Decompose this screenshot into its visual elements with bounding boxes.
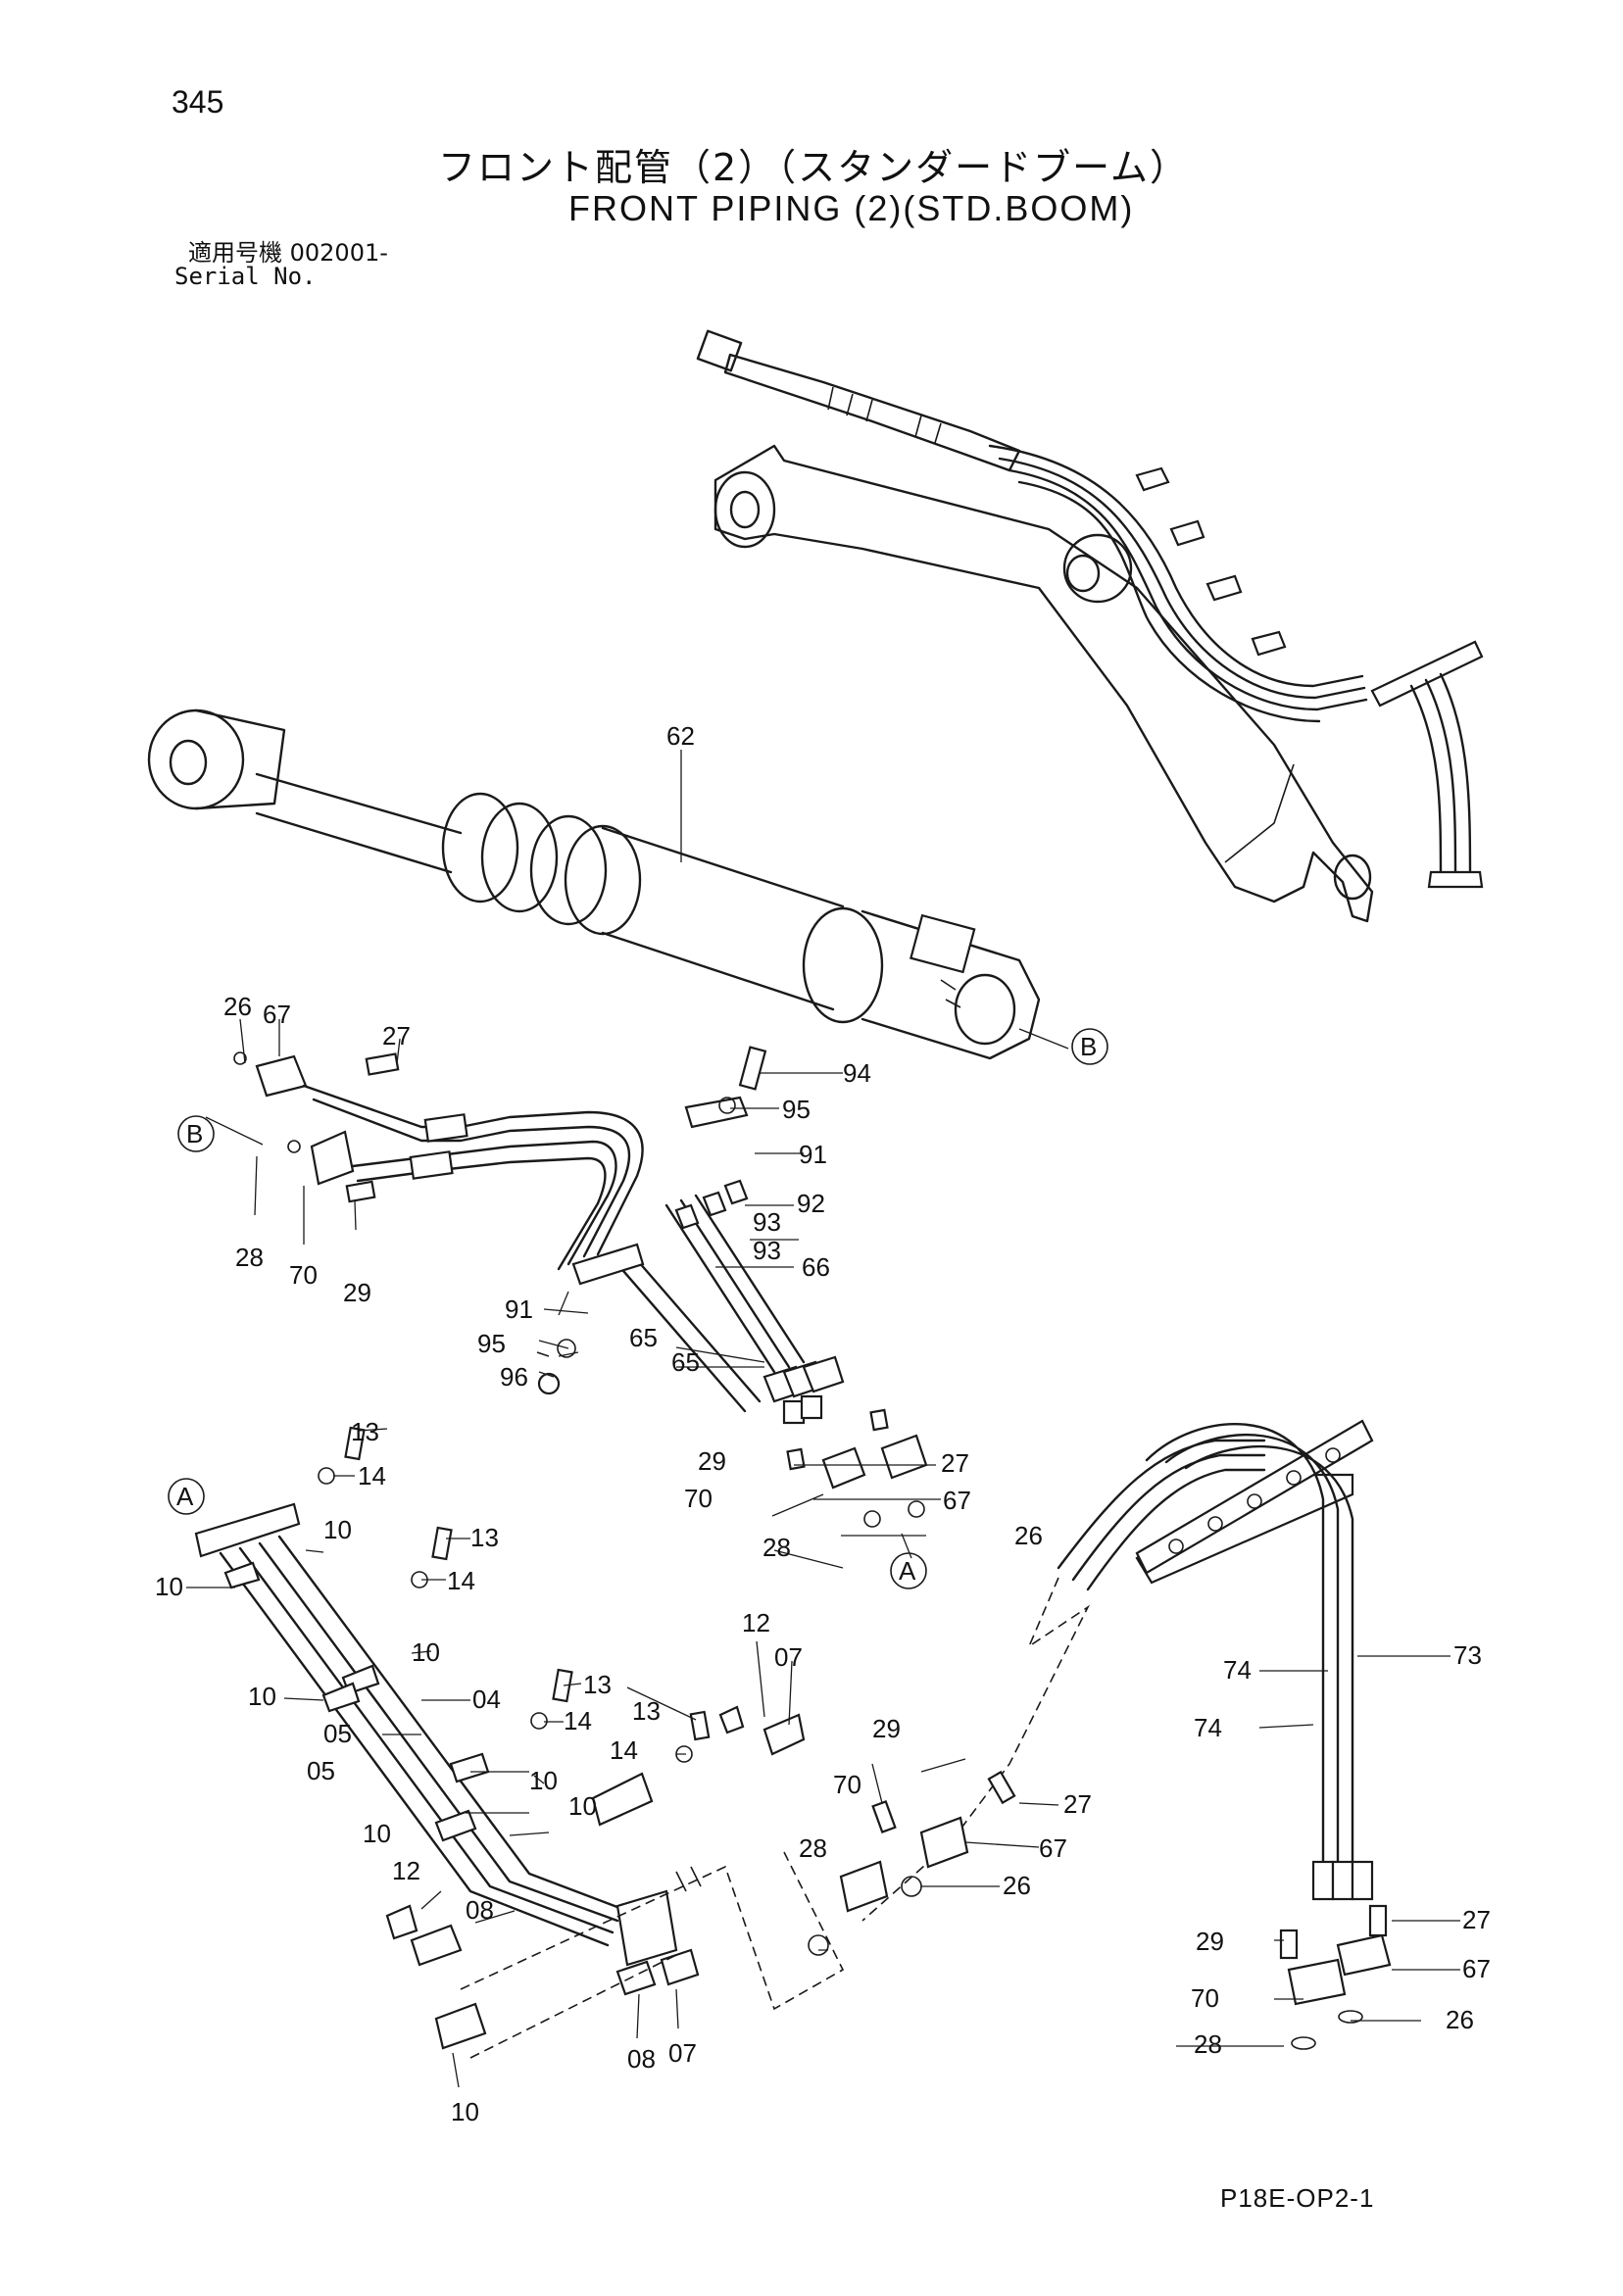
callout-26: 26 xyxy=(223,992,252,1021)
serial-label-english: Serial No. xyxy=(174,263,317,290)
ref-marker-a-hose: A xyxy=(890,1552,927,1589)
callout-28b: 28 xyxy=(799,1833,827,1863)
callout-27: 27 xyxy=(382,1021,411,1050)
callout-13: 13 xyxy=(351,1417,379,1446)
callout-29d: 29 xyxy=(1196,1927,1224,1956)
callout-94: 94 xyxy=(843,1058,871,1088)
ref-marker-b-cylinder: B xyxy=(1071,1028,1108,1065)
callout-65b: 65 xyxy=(671,1347,700,1377)
ref-marker-b-hose: B xyxy=(177,1115,215,1152)
callout-10c: 10 xyxy=(412,1637,440,1667)
callout-labels: 62 26 67 27 94 95 91 92 93 93 66 28 70 2… xyxy=(155,721,1491,2126)
ref-marker-a-label: A xyxy=(899,1556,916,1586)
callout-04: 04 xyxy=(472,1685,501,1714)
callout-13d: 13 xyxy=(632,1696,661,1726)
right-hose-assembly xyxy=(808,1419,1392,2050)
callout-26d: 26 xyxy=(1446,2005,1474,2034)
callout-27d: 27 xyxy=(1462,1905,1491,1934)
callout-28d: 28 xyxy=(1194,2029,1222,2059)
callout-28c: 28 xyxy=(762,1533,791,1562)
callout-67c: 67 xyxy=(943,1486,971,1515)
callout-14b: 14 xyxy=(447,1566,475,1595)
callout-10d: 10 xyxy=(248,1682,276,1711)
callout-67b: 67 xyxy=(1039,1833,1067,1863)
callout-27c: 27 xyxy=(941,1448,969,1478)
callout-13c: 13 xyxy=(583,1670,612,1699)
boom-overview-illustration xyxy=(696,329,1484,923)
callout-10f: 10 xyxy=(363,1819,391,1848)
callout-29b: 29 xyxy=(872,1714,901,1743)
callout-26b: 26 xyxy=(1003,1871,1031,1900)
callout-14: 14 xyxy=(358,1461,386,1490)
callout-74: 74 xyxy=(1223,1655,1252,1685)
callout-67d: 67 xyxy=(1462,1954,1491,1983)
callout-10: 10 xyxy=(323,1515,352,1544)
callout-29c: 29 xyxy=(698,1446,726,1476)
callout-93: 93 xyxy=(753,1207,781,1237)
callout-93b: 93 xyxy=(753,1236,781,1265)
callout-14d: 14 xyxy=(610,1735,638,1765)
callout-70b: 70 xyxy=(833,1770,861,1799)
callout-66: 66 xyxy=(802,1252,830,1282)
callout-26c: 26 xyxy=(1014,1521,1043,1550)
callout-08: 08 xyxy=(466,1895,494,1925)
callout-10h: 10 xyxy=(451,2097,479,2126)
page-number: 345 xyxy=(172,84,224,120)
drawing-code: P18E-OP2-1 xyxy=(1220,2183,1375,2213)
callout-74b: 74 xyxy=(1194,1713,1222,1742)
ref-marker-b-label: B xyxy=(1080,1032,1097,1061)
callout-10e: 10 xyxy=(529,1766,558,1795)
callout-10b: 10 xyxy=(155,1572,183,1601)
lower-left-pipe-assembly xyxy=(194,1426,845,2059)
callout-96: 96 xyxy=(500,1362,528,1392)
callout-27b: 27 xyxy=(1063,1789,1092,1819)
callout-95: 95 xyxy=(782,1095,811,1124)
callout-07b: 07 xyxy=(668,2038,697,2068)
callout-67: 67 xyxy=(263,1000,291,1029)
callout-12: 12 xyxy=(742,1608,770,1637)
callout-70c: 70 xyxy=(684,1484,713,1513)
callout-92: 92 xyxy=(797,1189,825,1218)
callout-91b: 91 xyxy=(505,1295,533,1324)
callout-70d: 70 xyxy=(1191,1983,1219,2013)
callout-65: 65 xyxy=(629,1323,658,1352)
callout-08b: 08 xyxy=(627,2044,656,2074)
callout-73: 73 xyxy=(1453,1640,1482,1670)
callout-62: 62 xyxy=(666,721,695,751)
boom-cylinder-62 xyxy=(147,708,1041,1060)
ref-marker-a-label: A xyxy=(176,1482,194,1511)
callout-29: 29 xyxy=(343,1278,371,1307)
ref-marker-a-clamp: A xyxy=(168,1478,205,1515)
ref-marker-b-label: B xyxy=(186,1119,203,1148)
page-title-japanese: フロント配管（2）（スタンダードブーム） xyxy=(438,146,1190,189)
callout-07: 07 xyxy=(774,1642,803,1672)
page-title-english: FRONT PIPING (2)(STD.BOOM) xyxy=(568,188,1135,228)
callout-13b: 13 xyxy=(470,1523,499,1552)
upper-hose-assembly xyxy=(233,1046,928,1528)
callout-14c: 14 xyxy=(564,1706,592,1735)
callout-05: 05 xyxy=(323,1719,352,1748)
serial-label-japanese: 適用号機 002001- xyxy=(188,239,388,267)
callout-05b: 05 xyxy=(307,1756,335,1785)
leader-lines xyxy=(186,750,1460,2088)
callout-12b: 12 xyxy=(392,1856,420,1885)
callout-95b: 95 xyxy=(477,1329,506,1358)
callout-28: 28 xyxy=(235,1243,264,1272)
callout-10g: 10 xyxy=(568,1791,597,1821)
callout-70: 70 xyxy=(289,1260,318,1290)
callout-91: 91 xyxy=(799,1140,827,1169)
